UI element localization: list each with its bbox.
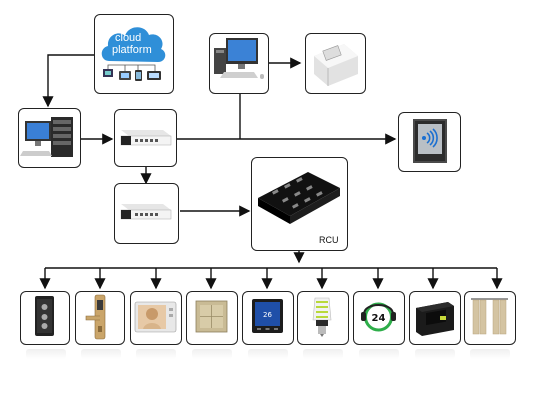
reflection xyxy=(415,349,455,359)
device-room-status-panel xyxy=(20,291,70,345)
safe-box-icon xyxy=(416,302,454,336)
card-reader-node xyxy=(398,112,461,172)
light-switch-panel-icon xyxy=(195,300,228,333)
rcu-node: RCU xyxy=(251,157,348,251)
reflection xyxy=(136,349,176,359)
gateway-switch-node xyxy=(114,183,179,244)
server-node xyxy=(18,108,81,168)
curtain-icon xyxy=(471,298,508,335)
network-switch-icon xyxy=(120,130,172,146)
svg-text:26: 26 xyxy=(263,311,272,319)
reflection xyxy=(359,349,399,359)
device-curtain xyxy=(464,291,516,345)
desktop-computer-icon xyxy=(214,38,264,79)
card-encoder-node xyxy=(305,33,366,94)
device-thermostat: 26 xyxy=(242,291,294,345)
device-video-intercom xyxy=(130,291,182,345)
device-door-lock xyxy=(75,291,125,345)
reflection xyxy=(248,349,288,359)
network-switch-node xyxy=(114,109,177,167)
device-light-switch-panel xyxy=(186,291,238,345)
rfid-card-reader-icon xyxy=(413,119,447,163)
thermostat-icon: 26 xyxy=(252,299,283,333)
gateway-switch-icon xyxy=(120,204,172,220)
24h-service-icon: 24 xyxy=(361,302,396,332)
device-safe-box xyxy=(409,291,461,345)
cloud-label-line1: cloud xyxy=(115,32,142,44)
cloud-platform-icon xyxy=(101,27,166,81)
svg-text:24: 24 xyxy=(372,313,386,324)
device-24h-service: 24 xyxy=(353,291,405,345)
video-intercom-icon xyxy=(134,301,177,333)
reflection xyxy=(470,349,510,359)
server-workstation-icon xyxy=(20,117,73,157)
led-bulb-icon xyxy=(312,297,332,337)
reflection xyxy=(81,349,121,359)
reflection xyxy=(26,349,66,359)
reflection xyxy=(192,349,232,359)
cloud-platform-node: cloud platform xyxy=(94,14,174,94)
rcu-label: RCU xyxy=(319,235,339,245)
reflection xyxy=(303,349,343,359)
desktop-computer-node xyxy=(209,33,269,94)
door-lock-icon xyxy=(85,294,106,340)
card-encoder-icon xyxy=(314,44,358,86)
room-status-panel-icon xyxy=(35,296,54,336)
room-control-unit-icon xyxy=(258,172,340,224)
device-led-bulb xyxy=(297,291,349,345)
cloud-label-line2: platform xyxy=(112,44,152,56)
